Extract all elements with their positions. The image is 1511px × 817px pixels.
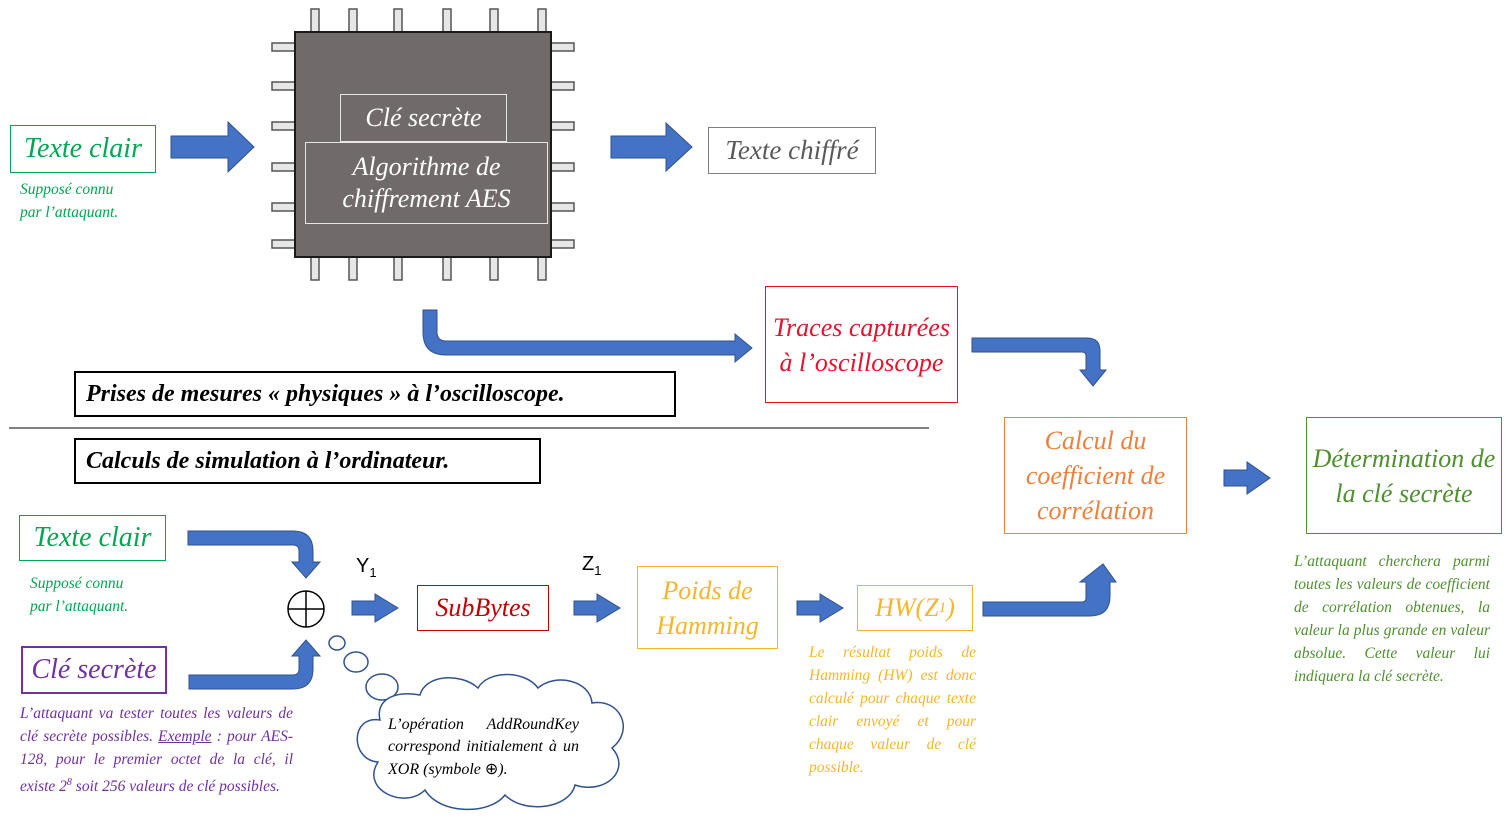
banner-physical-measurements: Prises de mesures « physiques » à l’osci… <box>74 371 676 417</box>
determination-box: Détermination de la clé secrète <box>1306 417 1502 534</box>
arrow-subbytes-to-hamming <box>573 593 621 623</box>
traces-label: Traces capturées à l’oscilloscope <box>773 312 950 377</box>
top-plaintext-label: Texte clair <box>24 133 142 165</box>
hw-z1-subscript: 1 <box>938 600 947 616</box>
secret-key-note-line1: L’attaquant va tester toutes les valeurs… <box>20 705 293 745</box>
correlation-box: Calcul du coefficient de corrélation <box>1004 417 1187 534</box>
chip-secret-key-label: Clé secrète <box>365 102 482 132</box>
bottom-secret-key-box: Clé secrète <box>21 646 167 694</box>
cloud-text: L’opération AddRoundKey correspond initi… <box>388 714 579 781</box>
hw-z1-suffix: ) <box>946 593 955 623</box>
cloud-text-a: L’opération AddRoundKey correspond initi… <box>388 716 579 778</box>
secret-key-note-example: Exemple <box>158 728 212 745</box>
arrow-hw-to-correlation <box>982 563 1117 617</box>
arrow-bottom-plaintext-to-xor <box>187 530 322 579</box>
arrow-plaintext-to-chip <box>170 120 255 174</box>
arrow-chip-to-traces <box>422 309 753 364</box>
traces-box: Traces capturées à l’oscilloscope <box>765 286 958 403</box>
bottom-plaintext-note: Supposé connu par l’attaquant. <box>30 572 128 618</box>
z-subscript: 1 <box>594 563 602 578</box>
secret-key-note-exponent: 8 <box>66 777 72 788</box>
hw-z1-prefix: HW(Z <box>875 593 939 623</box>
hamming-weight-box: Poids de Hamming <box>637 566 778 649</box>
banner-physical-text: Prises de mesures « physiques » à l’osci… <box>86 380 565 407</box>
bottom-secret-key-label: Clé secrète <box>31 654 157 686</box>
arrow-hamming-to-hw <box>796 593 844 623</box>
determination-label: Détermination de la clé secrète <box>1312 443 1496 508</box>
xor-symbol-icon <box>287 590 325 628</box>
bottom-plaintext-note-line1: Supposé connu <box>30 575 124 592</box>
banner-simulation-text: Calculs de simulation à l’ordinateur. <box>86 447 450 474</box>
determination-note-text: L’attaquant cherchera parmi toutes les v… <box>1294 553 1490 685</box>
bottom-plaintext-note-line2: par l’attaquant. <box>30 598 129 615</box>
hw-note: Le résultat poids de Hamming (HW) est do… <box>809 641 976 779</box>
bottom-plaintext-label: Texte clair <box>33 522 152 554</box>
y-letter: Y <box>356 555 370 577</box>
secret-key-note-example-text: : pour AES-128, pour le premier octet de… <box>20 728 294 796</box>
y-subscript: 1 <box>369 565 377 580</box>
arrow-chip-to-ciphertext <box>610 121 693 173</box>
chip-secret-key-box: Clé secrète <box>340 94 507 142</box>
subbytes-box: SubBytes <box>417 585 549 631</box>
arrow-correlation-to-determination <box>1223 461 1271 495</box>
banner-simulation: Calculs de simulation à l’ordinateur. <box>74 438 541 484</box>
chip-body <box>294 31 552 258</box>
top-plaintext-note-line1: Supposé connu <box>20 181 114 198</box>
arrow-xor-to-subbytes <box>351 593 399 623</box>
top-plaintext-note: Supposé connu par l’attaquant. <box>20 178 118 224</box>
hamming-weight-label: Poids de Hamming <box>656 575 759 640</box>
hw-note-text: Le résultat poids de Hamming (HW) est do… <box>809 644 976 776</box>
determination-note: L’attaquant cherchera parmi toutes les v… <box>1294 550 1490 688</box>
subbytes-label: SubBytes <box>435 593 531 623</box>
cloud-xor-symbol: ⊕ <box>484 759 499 778</box>
top-plaintext-note-line2: par l’attaquant. <box>20 204 119 221</box>
z-letter: Z <box>582 553 595 575</box>
bottom-plaintext-box: Texte clair <box>19 515 166 561</box>
y1-label: Y1 <box>356 555 377 580</box>
arrow-key-to-xor <box>188 639 322 690</box>
secret-key-note: L’attaquant va tester toutes les valeurs… <box>20 702 293 798</box>
arrow-traces-to-correlation <box>971 337 1108 387</box>
thought-cloud <box>328 635 624 811</box>
cloud-text-b: ). <box>498 761 508 778</box>
ciphertext-box: Texte chiffré <box>708 127 876 174</box>
chip-aes-algorithm-label: Algorithme de chiffrement AES <box>342 151 511 214</box>
top-plaintext-box: Texte clair <box>10 125 156 173</box>
ciphertext-label: Texte chiffré <box>725 135 859 166</box>
z1-label: Z1 <box>582 553 601 578</box>
arrows <box>170 120 1271 690</box>
chip-aes-algorithm-box: Algorithme de chiffrement AES <box>305 142 548 224</box>
secret-key-note-end: soit 256 valeurs de clé possibles. <box>75 778 280 796</box>
correlation-label: Calcul du coefficient de corrélation <box>1025 426 1166 525</box>
